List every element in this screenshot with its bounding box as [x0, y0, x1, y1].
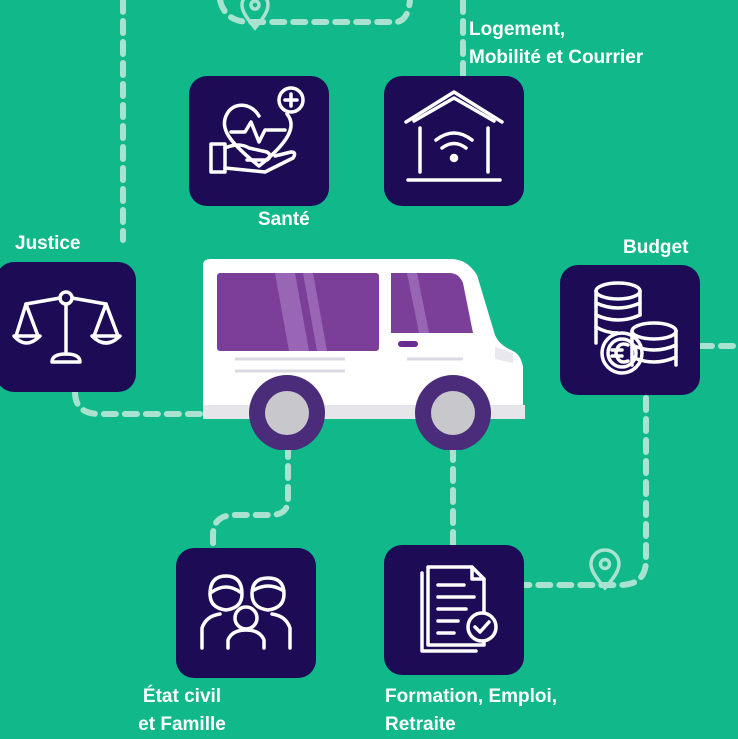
sante-tile[interactable]: [189, 76, 329, 206]
logement-label-line2: Mobilité et Courrier: [469, 47, 644, 68]
location-pin-icon: [589, 548, 621, 591]
etat-civil-tile[interactable]: [176, 548, 316, 678]
euro-coins-icon: [594, 281, 678, 375]
route-path: [72, 389, 213, 417]
sante-label: Santé: [258, 209, 310, 230]
scales-icon: [12, 290, 122, 364]
window-glare: [275, 273, 309, 351]
formation-label-line1: Formation, Emploi,: [385, 686, 558, 707]
route-path: [522, 395, 649, 588]
front-window: [391, 273, 473, 333]
heart-hand-icon: [209, 86, 305, 174]
etat-civil-label-line1: État civil: [142, 686, 222, 707]
minibus-illustration: [203, 259, 525, 450]
route-path: [217, 0, 413, 25]
document-check-icon: [420, 565, 498, 653]
formation-label: Formation, Emploi, Retraite: [385, 683, 557, 739]
budget-tile[interactable]: [560, 265, 700, 395]
rear-wheel: [249, 375, 325, 450]
family-icon: [200, 574, 292, 650]
budget-label: Budget: [623, 237, 689, 258]
front-wheel: [415, 375, 491, 450]
logement-tile[interactable]: [384, 76, 524, 206]
route-path: [210, 442, 291, 551]
logement-label-line1: Logement,: [469, 19, 566, 40]
location-pin-icon: [240, 0, 270, 31]
etat-civil-label-line2: et Famille: [138, 714, 226, 735]
etat-civil-label: État civil et Famille: [126, 683, 238, 739]
justice-label: Justice: [15, 233, 81, 254]
smart-home-icon: [404, 90, 504, 182]
logement-label: Logement, Mobilité et Courrier: [469, 16, 643, 72]
formation-tile[interactable]: [384, 545, 524, 675]
door-handle: [398, 341, 418, 347]
formation-label-line2: Retraite: [385, 714, 456, 735]
justice-tile[interactable]: [0, 262, 136, 392]
